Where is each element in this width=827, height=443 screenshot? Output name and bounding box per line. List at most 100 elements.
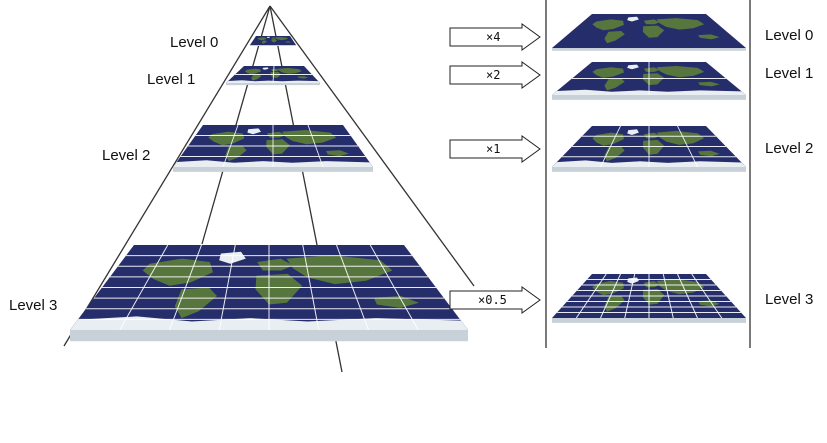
scale-factor-level-0: ×4 bbox=[486, 30, 500, 44]
continent-shape bbox=[698, 34, 720, 40]
continent-shape bbox=[642, 289, 665, 305]
tile-grid-line bbox=[662, 274, 674, 318]
continent-shape bbox=[642, 73, 665, 86]
continent-shape bbox=[592, 67, 624, 78]
tile-grid-line bbox=[677, 274, 698, 318]
scaled-tile-level-0 bbox=[552, 14, 746, 51]
pyramid-tile-level-2-map bbox=[173, 125, 373, 167]
continent-shape bbox=[282, 130, 337, 145]
continent-shape bbox=[604, 296, 625, 312]
pyramid-tiles bbox=[70, 36, 468, 342]
scale-arrow-level-1: ×2 bbox=[449, 61, 541, 89]
pyramid-label-level-2: Level 2 bbox=[102, 147, 150, 164]
continent-shape bbox=[271, 39, 277, 43]
scaled-tile-level-3-map bbox=[557, 274, 741, 318]
scaled-tile-level-3-edge bbox=[552, 318, 746, 323]
pyramid-label-level-3: Level 3 bbox=[9, 297, 57, 314]
tile-grid-line bbox=[691, 274, 723, 318]
continent-shape bbox=[261, 40, 267, 44]
continent-shape bbox=[604, 146, 625, 162]
continent-shape bbox=[642, 25, 665, 38]
greenland-shape bbox=[627, 16, 639, 22]
pyramid-label-level-1: Level 1 bbox=[147, 71, 195, 88]
continent-shape bbox=[266, 139, 290, 155]
continent-shape bbox=[257, 37, 267, 41]
pyramid-label-level-0: Level 0 bbox=[170, 34, 218, 51]
pyramid-tile-level-0 bbox=[250, 36, 296, 46]
tile-grid-line bbox=[307, 125, 324, 167]
greenland-shape bbox=[262, 67, 269, 70]
continent-shape bbox=[266, 131, 286, 138]
continent-shape bbox=[255, 273, 303, 305]
continent-shape bbox=[297, 76, 309, 79]
continent-shape bbox=[244, 68, 261, 75]
continent-shape bbox=[643, 132, 660, 139]
scaled-tiles bbox=[552, 14, 746, 323]
continent-shape bbox=[656, 130, 705, 145]
scaled-tile-level-2 bbox=[552, 126, 746, 172]
continent-shape bbox=[275, 37, 288, 41]
pyramid-tile-level-1-edge bbox=[226, 83, 320, 86]
pyramid-tile-level-3-map bbox=[70, 245, 468, 330]
pyramid-tile-level-0-map bbox=[257, 36, 291, 44]
continent-shape bbox=[257, 258, 294, 271]
pyramid-tile-level-2 bbox=[173, 125, 373, 172]
continent-shape bbox=[642, 139, 665, 155]
scaled-tile-level-0-edge bbox=[552, 48, 746, 51]
greenland-shape bbox=[627, 129, 639, 135]
tile-grid-line bbox=[302, 245, 320, 330]
continent-shape bbox=[656, 18, 705, 30]
continent-shape bbox=[373, 296, 419, 308]
scaled-tile-level-1-map bbox=[552, 62, 746, 95]
continent-shape bbox=[142, 258, 213, 286]
scaled-tile-level-1 bbox=[552, 62, 746, 100]
pyramid-tile-level-0-edge bbox=[250, 45, 296, 46]
continent-shape bbox=[643, 281, 660, 288]
tile-grid-line bbox=[336, 245, 369, 330]
pyramid-tile-level-2-edge bbox=[173, 167, 373, 172]
tile-grid-line bbox=[677, 126, 698, 167]
greenland-shape bbox=[266, 36, 271, 38]
continent-shape bbox=[277, 68, 302, 74]
scaled-tile-level-0-map bbox=[592, 16, 720, 44]
pyramid-tile-level-1 bbox=[226, 66, 320, 86]
scaled-label-level-1: Level 1 bbox=[765, 65, 813, 82]
scaled-tile-level-2-edge bbox=[552, 167, 746, 172]
scaled-label-level-2: Level 2 bbox=[765, 140, 813, 157]
continent-shape bbox=[656, 66, 705, 78]
scaled-tile-level-1-edge bbox=[552, 95, 746, 100]
pyramid-edge-left bbox=[63, 5, 271, 347]
pyramid-tile-level-3 bbox=[70, 245, 468, 342]
continent-shape bbox=[643, 67, 660, 72]
scale-arrow-level-3: ×0.5 bbox=[449, 286, 541, 314]
pyramid-edge-right bbox=[269, 5, 475, 287]
continent-shape bbox=[326, 150, 349, 157]
continent-shape bbox=[285, 41, 291, 43]
scaled-label-level-0: Level 0 bbox=[765, 27, 813, 44]
scaled-label-level-3: Level 3 bbox=[765, 291, 813, 308]
continent-shape bbox=[604, 31, 625, 44]
scale-factor-level-2: ×1 bbox=[486, 142, 500, 156]
pyramid-tile-level-1-map bbox=[226, 66, 320, 83]
greenland-shape bbox=[247, 128, 261, 135]
scale-arrow-level-2: ×1 bbox=[449, 135, 541, 163]
continent-shape bbox=[698, 150, 720, 157]
scaled-tile-level-2-map bbox=[552, 126, 746, 167]
continent-shape bbox=[271, 68, 280, 72]
greenland-shape bbox=[627, 64, 639, 70]
continent-shape bbox=[225, 146, 247, 162]
continent-shape bbox=[698, 81, 720, 87]
continent-shape bbox=[604, 78, 625, 91]
continent-shape bbox=[271, 37, 276, 39]
continent-shape bbox=[592, 19, 624, 31]
tile-grid-line bbox=[369, 245, 419, 330]
continent-shape bbox=[251, 74, 262, 81]
continent-shape bbox=[174, 287, 217, 319]
scale-arrow-level-0: ×4 bbox=[449, 23, 541, 51]
pyramid-tile-level-3-edge bbox=[70, 330, 468, 342]
scale-factor-level-1: ×2 bbox=[486, 68, 500, 82]
continent-shape bbox=[643, 19, 660, 25]
scale-factor-level-3: ×0.5 bbox=[478, 293, 507, 307]
scaled-tile-level-3 bbox=[552, 274, 746, 323]
